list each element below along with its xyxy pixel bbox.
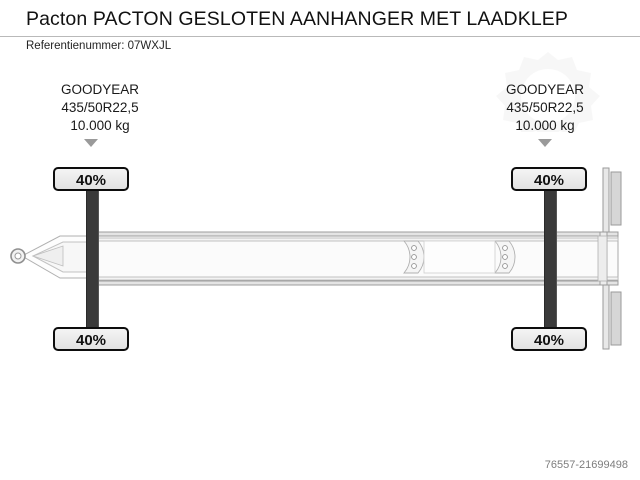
- triangle-down-icon-right: [538, 139, 552, 147]
- chassis-top-rail-inner: [87, 237, 619, 242]
- page-title: Pacton PACTON GESLOTEN AANHANGER MET LAA…: [26, 8, 569, 30]
- tyre-capacity-right: 10.000 kg: [515, 118, 575, 133]
- coupling-eye-icon: [10, 248, 26, 264]
- tread-badge-left-bottom[interactable]: 40%: [53, 327, 129, 351]
- tyre-size-right: 435/50R22,5: [506, 100, 584, 115]
- tyre-brand-right: GOODYEAR: [505, 82, 584, 97]
- tyre-capacity-left: 10.000 kg: [70, 118, 130, 133]
- tread-badge-right-bottom[interactable]: 40%: [511, 327, 587, 351]
- chassis-top-rail: [87, 231, 619, 237]
- reference-number: Referentienummer: 07WXJL: [26, 40, 172, 52]
- tyre-brand-left: GOODYEAR: [60, 82, 139, 97]
- tread-badge-right-top[interactable]: 40%: [511, 167, 587, 191]
- trailer-chassis-diagram: [10, 167, 622, 350]
- listing-id: 76557-21699498: [544, 459, 628, 471]
- chassis-crossmember-2: [494, 240, 516, 274]
- triangle-down-icon-left: [84, 139, 98, 147]
- chassis-bottom-rail-inner: [87, 276, 619, 281]
- axle-bar-left: [86, 182, 99, 337]
- header-divider: [0, 36, 640, 37]
- tread-badge-left-top[interactable]: 40%: [53, 167, 129, 191]
- rear-vertical-connector: [597, 235, 608, 282]
- chassis-bottom-rail: [87, 280, 619, 286]
- chassis-crossmember-1: [403, 240, 425, 274]
- tyre-size-left: 435/50R22,5: [61, 100, 139, 115]
- tail-lift-upper-arm: [602, 167, 622, 233]
- drawbar-a-frame: [20, 235, 88, 279]
- tyre-info-left-axle: GOODYEAR 435/50R22,5 10.000 kg: [0, 81, 200, 135]
- tyre-info-right-axle: GOODYEAR 435/50R22,5 10.000 kg: [445, 81, 640, 135]
- chassis-inner-panel: [423, 240, 496, 274]
- tail-lift-lower-arm: [602, 284, 622, 350]
- chassis-body-panel: [87, 233, 619, 281]
- axle-bar-right: [544, 182, 557, 337]
